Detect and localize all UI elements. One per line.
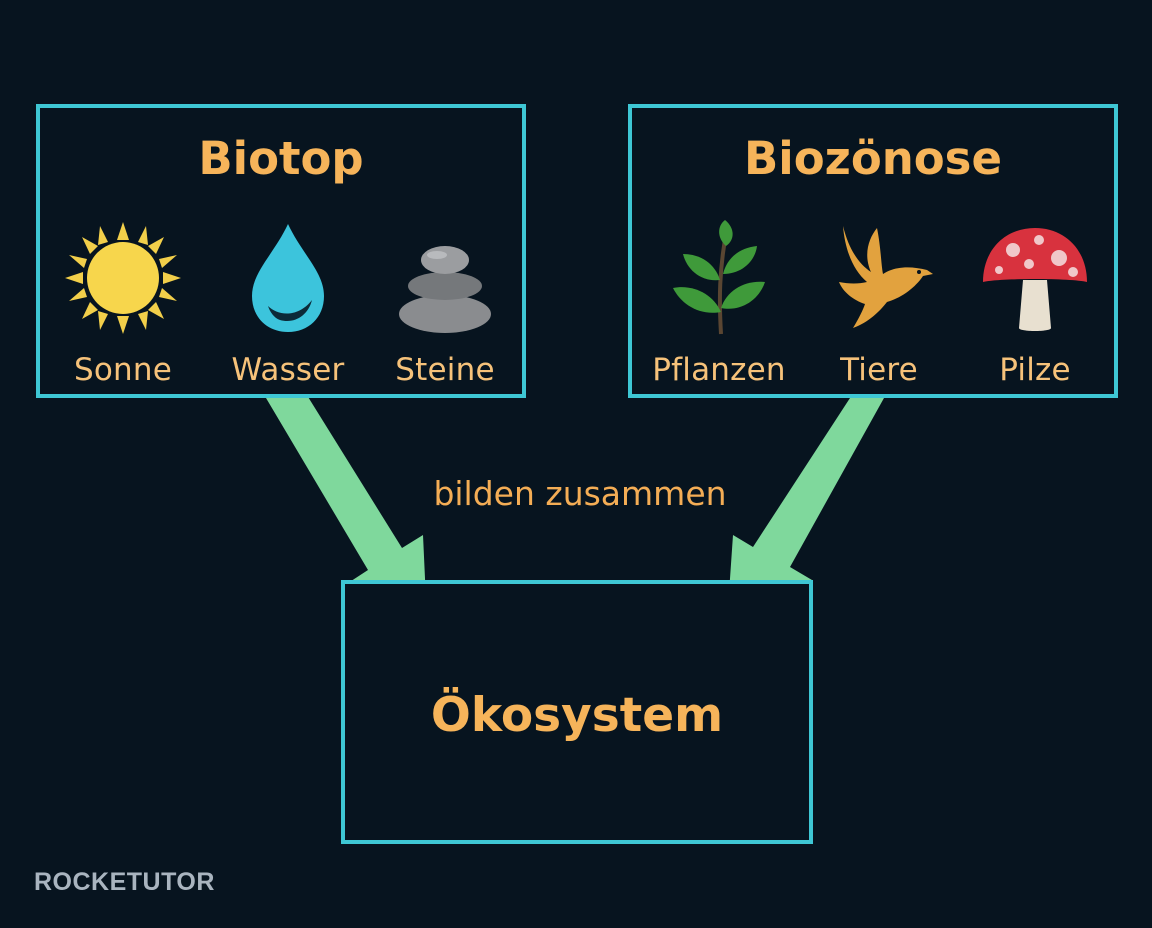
biotop-title: Biotop — [198, 132, 364, 185]
biotop-item-steine: Steine — [370, 220, 520, 388]
tiere-label: Tiere — [840, 352, 918, 388]
steine-label: Steine — [395, 352, 495, 388]
oekosystem-title: Ökosystem — [430, 688, 724, 743]
arrow-biotop-to-oekosystem — [266, 384, 427, 622]
wasser-label: Wasser — [231, 352, 345, 388]
biotop-item-wasser: Wasser — [213, 220, 363, 388]
bird-icon — [839, 226, 933, 328]
pflanzen-label: Pflanzen — [652, 352, 786, 388]
pilze-label: Pilze — [999, 352, 1071, 388]
water-drop-icon — [252, 224, 324, 332]
biozoenose-item-pilze: Pilze — [960, 220, 1110, 388]
biozoenose-item-tiere: Tiere — [804, 220, 954, 388]
biotop-item-sonne: Sonne — [48, 220, 198, 388]
sun-icon — [65, 222, 181, 334]
brand-watermark: ROCKETUTOR — [34, 868, 215, 897]
oekosystem-box: Ökosystem — [341, 580, 813, 844]
biozoenose-title: Biozönose — [743, 132, 1002, 185]
sonne-label: Sonne — [73, 352, 172, 388]
mushroom-icon — [983, 228, 1087, 331]
biozoenose-item-pflanzen: Pflanzen — [644, 220, 794, 388]
stones-icon — [399, 246, 491, 333]
connector-label: bilden zusammen — [433, 474, 727, 513]
plant-icon — [673, 220, 765, 335]
biotop-box: Biotop — [36, 104, 526, 398]
arrow-biozoenose-to-oekosystem — [727, 398, 884, 622]
biozoenose-box: Biozönose Pflanzen Tiere — [628, 104, 1118, 398]
brand-text: ROCKETUTOR — [34, 868, 215, 896]
